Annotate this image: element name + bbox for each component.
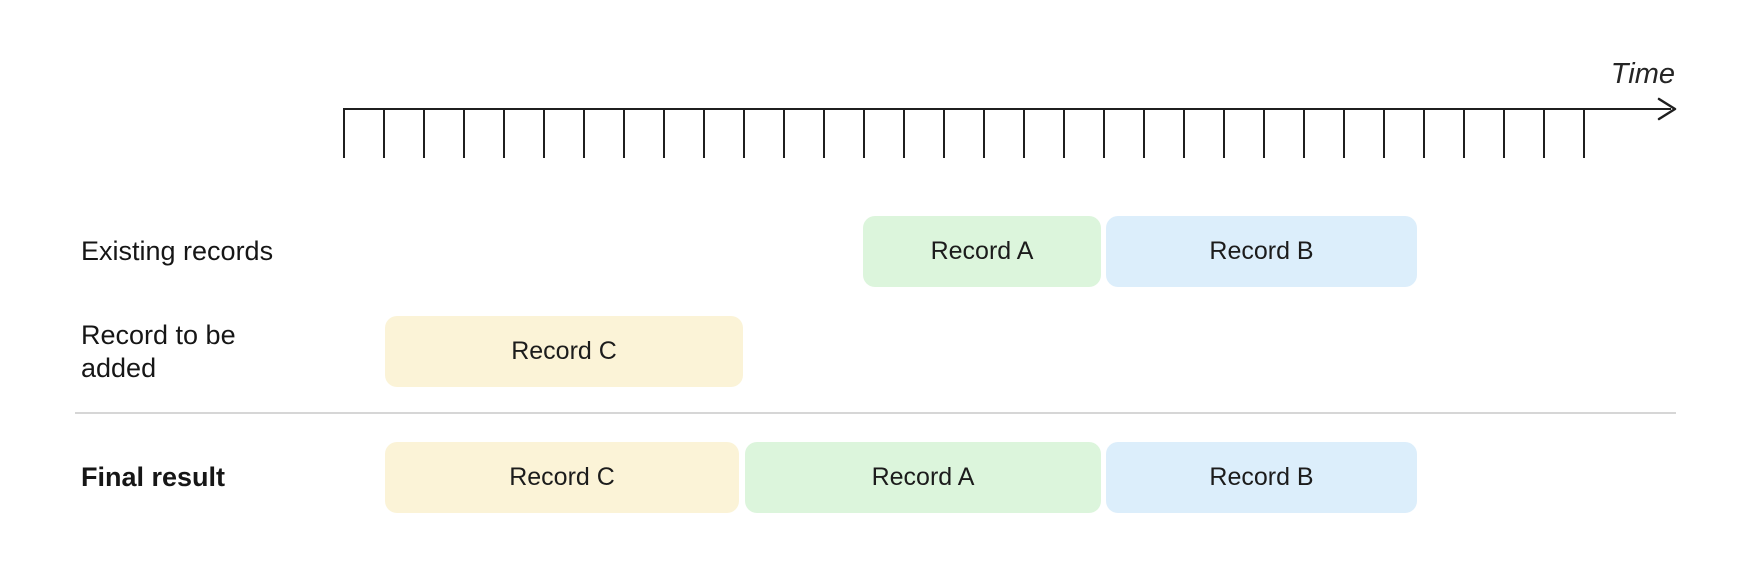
time-axis-tick [1143, 109, 1145, 158]
record-label: Record A [930, 237, 1034, 265]
time-axis-tick [1183, 109, 1185, 158]
section-divider [75, 412, 1676, 414]
time-axis-tick [783, 109, 785, 158]
time-axis-tick [1103, 109, 1105, 158]
time-axis-tick [1463, 109, 1465, 158]
time-axis-tick [1383, 109, 1385, 158]
time-axis-tick [703, 109, 705, 158]
time-axis-tick [1223, 109, 1225, 158]
time-axis-line [343, 108, 1671, 110]
time-axis-tick [1423, 109, 1425, 158]
row-label-final-result: Final result [81, 461, 225, 494]
record-box-record-b: Record B [1106, 216, 1417, 287]
row-label-line: Final result [81, 462, 226, 492]
record-label: Record B [1209, 463, 1314, 491]
time-axis-tick [423, 109, 425, 158]
time-axis-tick [1343, 109, 1345, 158]
record-label: Record B [1209, 237, 1314, 265]
time-axis-tick [903, 109, 905, 158]
time-axis-tick [583, 109, 585, 158]
time-axis-tick [943, 109, 945, 158]
time-axis-tick [463, 109, 465, 158]
record-box-record-b: Record B [1106, 442, 1417, 513]
record-label: Record C [511, 337, 617, 365]
time-axis-tick [383, 109, 385, 158]
time-axis-tick [863, 109, 865, 158]
time-axis-tick [1303, 109, 1305, 158]
time-axis-tick [663, 109, 665, 158]
time-axis-tick [1543, 109, 1545, 158]
record-box-record-a: Record A [745, 442, 1101, 513]
time-axis-tick [1063, 109, 1065, 158]
time-axis-tick [1263, 109, 1265, 158]
time-axis-tick [1023, 109, 1025, 158]
record-label: Record A [871, 463, 975, 491]
record-box-record-c: Record C [385, 316, 743, 387]
time-axis-tick [343, 109, 345, 158]
record-box-record-c: Record C [385, 442, 739, 513]
time-axis-tick [623, 109, 625, 158]
row-label-line: added [81, 352, 157, 383]
time-axis-tick [743, 109, 745, 158]
time-axis-tick [503, 109, 505, 158]
time-axis-tick [983, 109, 985, 158]
row-label-existing-records: Existing records [81, 235, 273, 268]
record-box-record-a: Record A [863, 216, 1101, 287]
record-label: Record C [509, 463, 615, 491]
arrow-right-icon [1657, 97, 1677, 121]
time-axis-label: Time [1610, 58, 1675, 90]
time-axis-tick [823, 109, 825, 158]
time-axis-tick [543, 109, 545, 158]
row-label-line: Existing records [81, 236, 274, 266]
time-axis-tick [1503, 109, 1505, 158]
time-axis-tick [1583, 109, 1585, 158]
row-label-line: Record to be [81, 319, 236, 350]
